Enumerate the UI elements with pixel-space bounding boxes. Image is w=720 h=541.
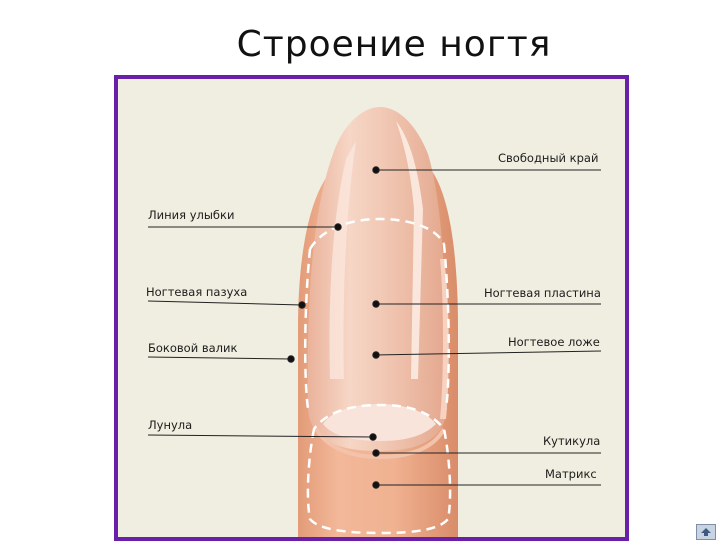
home-arrow-icon[interactable] xyxy=(696,524,716,540)
arrow-up-glyph xyxy=(701,528,711,536)
smile-line xyxy=(308,217,446,250)
label-free-edge: Свободный край xyxy=(498,151,599,165)
dot-nail-sinus xyxy=(298,301,306,309)
nail-plate-shape xyxy=(307,107,447,451)
nail-highlight-left xyxy=(329,141,356,379)
label-matrix: Матрикс xyxy=(545,467,597,481)
leader-lunula xyxy=(147,434,374,438)
leader-lateral-fold xyxy=(147,356,292,360)
matrix-outline xyxy=(306,403,452,535)
leader-nail-bed xyxy=(375,350,602,356)
slide-title: Строение ногтя xyxy=(236,24,552,65)
label-nail-sinus: Ногтевая пазуха xyxy=(146,285,248,299)
dot-nail-plate xyxy=(372,300,380,308)
label-lateral-fold: Боковой валик xyxy=(148,341,238,355)
label-nail-bed: Ногтевое ложе xyxy=(508,335,600,349)
lateral-highlight xyxy=(440,259,449,419)
label-cuticle: Кутикула xyxy=(543,434,601,448)
dot-smile-line xyxy=(334,223,342,231)
dot-matrix xyxy=(372,481,380,489)
leader-nail-sinus xyxy=(147,300,303,306)
label-smile-line: Линия улыбки xyxy=(148,208,235,222)
cuticle-shape xyxy=(314,427,446,460)
label-lunula: Лунула xyxy=(148,418,193,432)
dot-lunula xyxy=(369,433,377,441)
nail-bed-outline xyxy=(303,243,451,410)
dot-free-edge xyxy=(372,166,380,174)
dot-nail-bed xyxy=(372,351,380,359)
lunula-shape xyxy=(323,404,436,441)
label-nail-plate: Ногтевая пластина xyxy=(484,286,601,300)
nail-diagram xyxy=(147,107,602,537)
diagram-frame: Свободный край Линия улыбки Ногтевая паз… xyxy=(114,75,629,541)
nail-highlight-right xyxy=(396,121,423,379)
dot-lateral-fold xyxy=(287,355,295,363)
dot-cuticle xyxy=(372,449,380,457)
